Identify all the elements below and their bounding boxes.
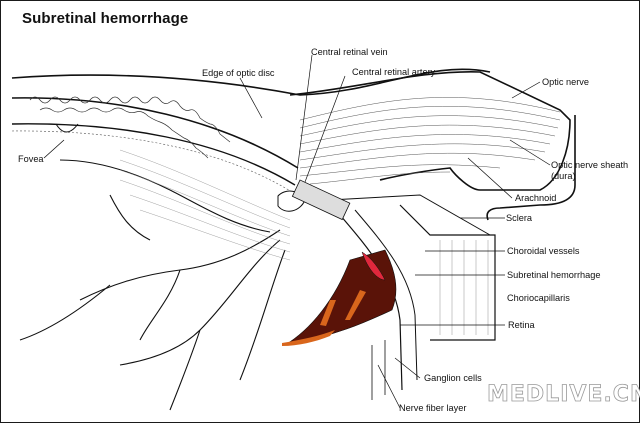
label-sclera: Sclera (506, 213, 533, 223)
label-nerve-fiber-layer: Nerve fiber layer (399, 403, 467, 413)
diagram-title: Subretinal hemorrhage (22, 10, 189, 27)
watermark-logo: MEDLIVE.CN (487, 382, 640, 408)
hemorrhage-band (282, 330, 335, 346)
optic-nerve-fibers (299, 97, 561, 185)
retina-band (11, 123, 296, 186)
label-subretinal-hemorrhage: Subretinal hemorrhage (507, 270, 601, 280)
optic-nerve-outline (289, 71, 571, 191)
label-retina: Retina (508, 320, 535, 330)
label-optic-nerve-sheath: Optic nerve sheath (551, 160, 629, 170)
nerve-fiber-streaks (119, 149, 291, 261)
label-edge-optic-disc: Edge of optic disc (202, 68, 275, 78)
hemorrhage-dark (284, 249, 397, 346)
label-choriocapillaris: Choriocapillaris (507, 293, 570, 303)
label-arachnoid: Arachnoid (515, 193, 557, 203)
label-optic-nerve-sheath-sub: (dura) (551, 171, 576, 181)
hemorrhage-fresh (361, 251, 386, 281)
label-fovea: Fovea (18, 154, 44, 164)
leader-lines (239, 54, 551, 409)
sclera-block (399, 204, 496, 341)
optic-nerve-sheath (486, 115, 576, 221)
fovea-pit (55, 123, 79, 133)
choroid-vessel-pattern (29, 96, 231, 159)
label-choroidal-vessels: Choroidal vessels (507, 246, 580, 256)
label-central-retinal-vein: Central retinal vein (311, 47, 388, 57)
label-optic-nerve: Optic nerve (542, 77, 589, 87)
label-ganglion-cells: Ganglion cells (424, 373, 482, 383)
central-vessels-stipple (291, 179, 351, 221)
eye-wall-inner (11, 97, 299, 169)
eye-outer-surface (11, 68, 491, 96)
label-central-retinal-artery: Central retinal artery (352, 67, 436, 77)
retinal-vessels (19, 159, 286, 411)
